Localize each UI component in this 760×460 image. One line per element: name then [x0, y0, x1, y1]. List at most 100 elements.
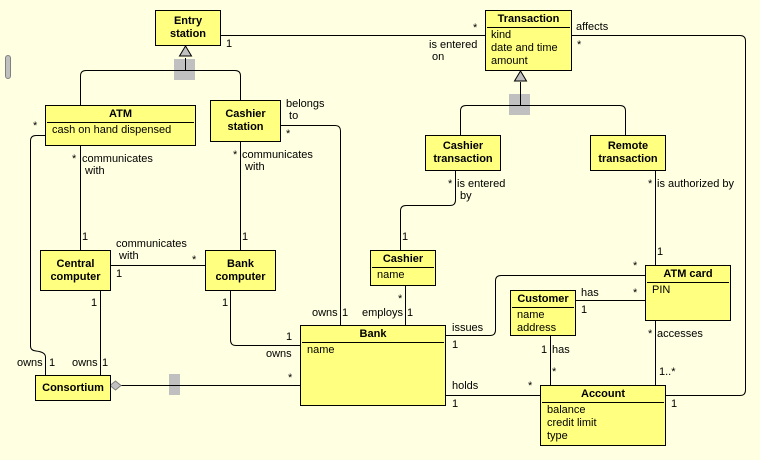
class-account[interactable]: Account balance credit limit type: [540, 385, 666, 446]
multiplicity-label: 1..*: [659, 366, 676, 378]
multiplicity-label: *: [528, 380, 533, 392]
multiplicity-label: 1: [226, 38, 233, 50]
class-cashier-transaction[interactable]: Cashier transaction: [425, 135, 501, 171]
class-cashier[interactable]: Cashier name: [370, 250, 436, 286]
multiplicity-label: 1: [452, 339, 459, 351]
class-name: Central computer: [50, 257, 101, 283]
aggregation-diamond: [109, 380, 122, 391]
class-customer[interactable]: Customer name address: [510, 290, 576, 336]
role-label: affects: [576, 21, 609, 33]
multiplicity-label: 1: [222, 297, 229, 309]
multiplicity-label: 1: [541, 344, 548, 356]
attribute: kind: [491, 29, 512, 41]
class-attributes: name: [371, 268, 435, 282]
role-label: issues: [452, 322, 484, 334]
assoc-line-bankcomputer-bank[interactable]: [230, 290, 301, 346]
class-name: Cashier station: [225, 108, 266, 133]
handle-transaction-generalization[interactable]: [509, 94, 530, 115]
class-name: Cashier: [372, 251, 434, 268]
class-remote-transaction[interactable]: Remote transaction: [590, 135, 666, 171]
class-consortium[interactable]: Consortium: [35, 375, 111, 401]
attribute: name: [517, 309, 545, 321]
attribute: type: [547, 430, 568, 442]
class-cashier-station[interactable]: Cashier station: [210, 100, 281, 142]
class-name: Bank computer: [215, 257, 266, 283]
role-label: communicates with: [116, 238, 187, 262]
attribute: name: [377, 269, 405, 281]
role-label: owns: [72, 357, 98, 369]
role-label: has: [552, 344, 570, 356]
class-bank-computer[interactable]: Bank computer: [205, 250, 276, 291]
role-label: has: [581, 287, 599, 299]
multiplicity-label: *: [473, 22, 478, 34]
multiplicity-label: 1: [91, 297, 98, 309]
multiplicity-label: 1: [407, 307, 414, 319]
attribute: balance: [547, 404, 586, 416]
assoc-line-cashierstation-bank[interactable]: [280, 125, 341, 326]
multiplicity-label: 1: [286, 331, 293, 343]
multiplicity-label: *: [33, 120, 38, 132]
generalization-triangle-transaction: [513, 70, 528, 82]
multiplicity-label: *: [633, 260, 638, 272]
class-name: Entry station: [169, 15, 207, 40]
role-label: is authorized by: [657, 178, 735, 190]
class-entry-station[interactable]: Entry station: [155, 10, 221, 46]
class-attributes: kind date and time amount: [486, 28, 571, 68]
multiplicity-label: 1: [242, 231, 249, 243]
generalization-triangle-entry-station: [178, 45, 193, 57]
attribute: address: [517, 322, 557, 334]
handle-entry-station-generalization[interactable]: [174, 59, 195, 80]
class-central-computer[interactable]: Central computer: [40, 250, 111, 291]
role-label: owns: [312, 307, 338, 319]
attribute: date and time: [491, 42, 558, 54]
class-attributes: name: [301, 343, 445, 357]
resize-handle[interactable]: [5, 55, 11, 79]
multiplicity-label: 1: [82, 231, 89, 243]
multiplicity-label: 1: [102, 357, 109, 369]
class-name: Consortium: [42, 381, 104, 394]
multiplicity-label: *: [288, 372, 293, 384]
role-label: belongs to: [286, 98, 325, 122]
class-name: Account: [542, 386, 664, 403]
multiplicity-label: *: [192, 254, 197, 266]
class-attributes: name address: [511, 308, 575, 335]
class-attributes: cash on hand dispensed: [46, 123, 195, 137]
multiplicity-label: *: [286, 128, 291, 140]
class-attributes: PIN: [646, 283, 730, 297]
class-name: ATM card: [647, 266, 729, 283]
assoc-line-bank-atmcard[interactable]: [445, 275, 645, 336]
class-name: Customer: [512, 291, 574, 308]
class-transaction[interactable]: Transaction kind date and time amount: [485, 10, 572, 71]
role-label: communicates with: [242, 149, 313, 173]
role-label: communicates with: [82, 153, 153, 177]
generalization-line-entry-station[interactable]: [80, 58, 241, 105]
attribute: PIN: [652, 284, 671, 296]
assoc-line-cashiertx-cashier[interactable]: [400, 170, 456, 250]
role-label: owns: [17, 357, 43, 369]
multiplicity-label: *: [398, 293, 403, 305]
class-name: ATM: [47, 106, 194, 123]
class-atm[interactable]: ATM cash on hand dispensed: [45, 105, 196, 146]
multiplicity-label: 1: [49, 357, 56, 369]
assoc-line-consortium-atm[interactable]: [30, 135, 46, 376]
multiplicity-label: 1: [116, 268, 123, 280]
multiplicity-label: *: [233, 149, 238, 161]
class-atm-card[interactable]: ATM card PIN: [645, 265, 731, 321]
assoc-line-transaction-account[interactable]: [571, 35, 746, 396]
class-bank[interactable]: Bank name: [300, 325, 446, 406]
multiplicity-label: 1: [657, 246, 664, 258]
attribute: name: [307, 344, 335, 356]
multiplicity-label: 1: [342, 307, 349, 319]
attribute: cash on hand dispensed: [52, 124, 172, 136]
multiplicity-label: 1: [402, 231, 409, 243]
class-name: Cashier transaction: [433, 140, 493, 165]
generalization-line-transaction[interactable]: [460, 82, 626, 135]
multiplicity-label: 1: [581, 304, 588, 316]
handle-aggregation[interactable]: [169, 374, 180, 395]
attribute: credit limit: [547, 417, 597, 429]
multiplicity-label: *: [577, 39, 582, 51]
role-label: is entered by: [457, 178, 506, 202]
role-label: accesses: [657, 328, 703, 340]
role-label: holds: [452, 380, 479, 392]
